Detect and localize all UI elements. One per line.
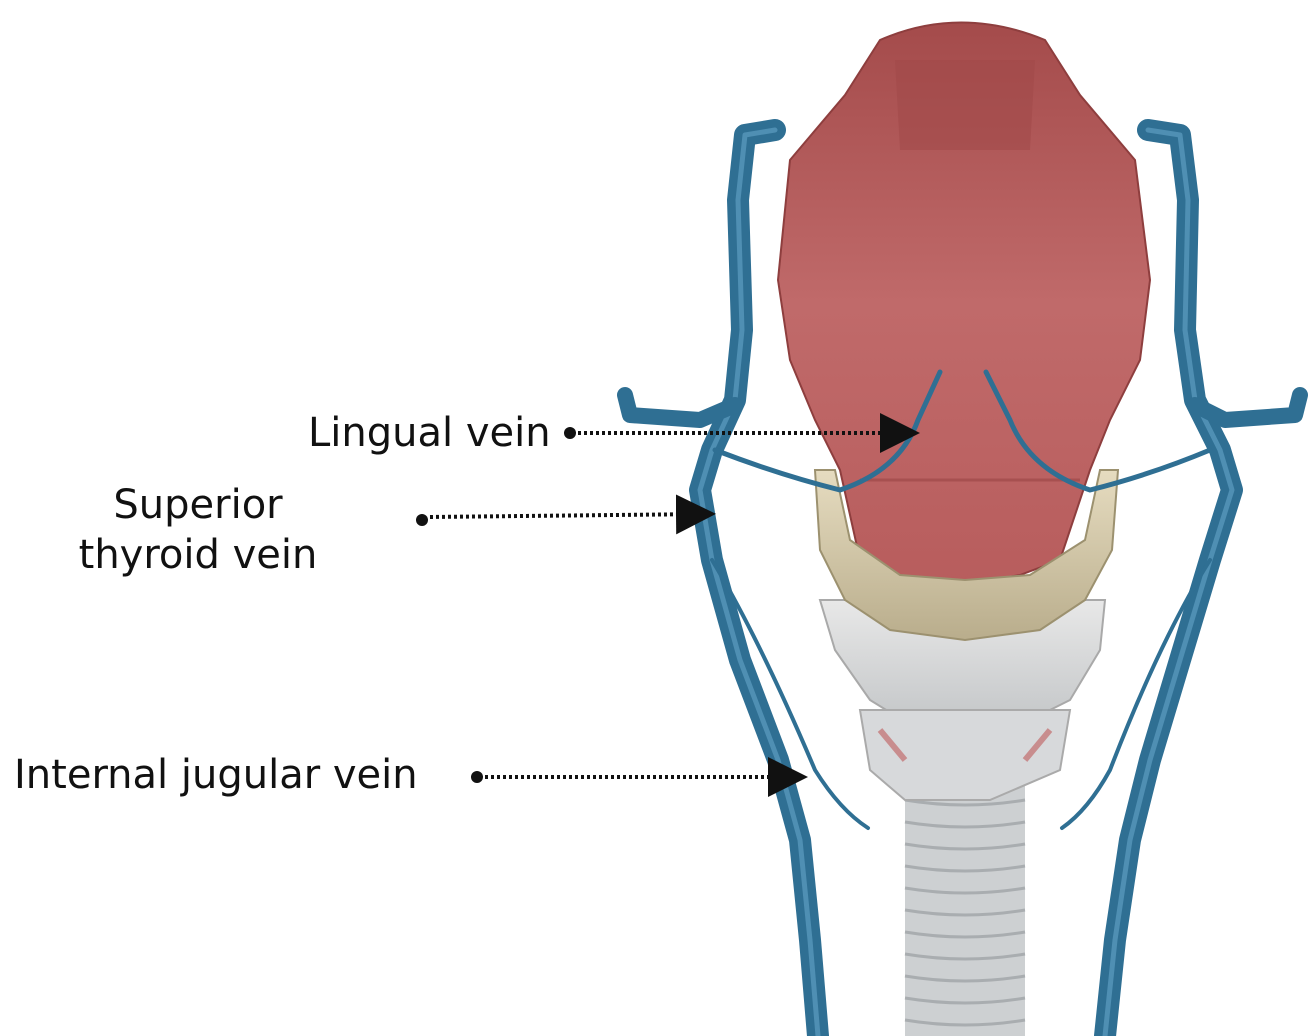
label-lingual-vein: Lingual vein (308, 408, 551, 458)
label-superior-thyroid-vein-line2: thyroid vein (78, 530, 318, 580)
trachea (905, 780, 1025, 1036)
label-internal-jugular-vein: Internal jugular vein (14, 750, 418, 800)
label-superior-thyroid-vein: Superior thyroid vein (78, 480, 318, 580)
superior-thyroid-vein-pointer (430, 514, 708, 517)
label-superior-thyroid-vein-line1: Superior (78, 480, 318, 530)
